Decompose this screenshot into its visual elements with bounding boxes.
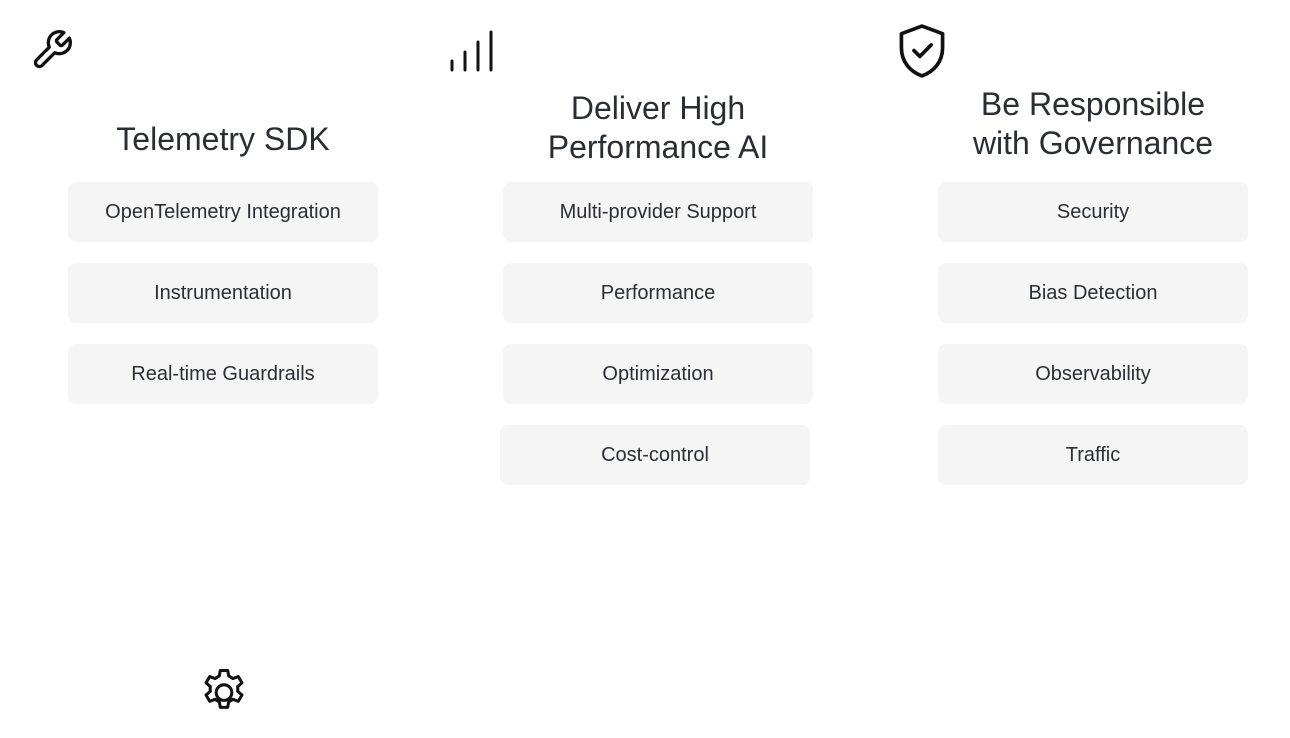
- shield-check-icon: [896, 22, 948, 80]
- column-title-line: Performance AI: [547, 129, 769, 165]
- feature-observability[interactable]: Observability: [938, 344, 1248, 404]
- gear-icon[interactable]: [198, 664, 250, 716]
- feature-cost-control[interactable]: Cost-control: [500, 425, 810, 485]
- column-title: Be Responsible with Governance: [938, 85, 1248, 163]
- column-title-line: Telemetry SDK: [116, 121, 330, 157]
- column-title-line: Deliver High: [570, 90, 746, 126]
- feature-security[interactable]: Security: [938, 182, 1248, 242]
- wrench-icon: [30, 28, 74, 72]
- feature-optimization[interactable]: Optimization: [503, 344, 813, 404]
- column-title: Telemetry SDK: [68, 120, 378, 159]
- feature-multi-provider-support[interactable]: Multi-provider Support: [503, 182, 813, 242]
- column-title: Deliver High Performance AI: [503, 89, 813, 167]
- column-title-line: Be Responsible: [980, 86, 1206, 122]
- feature-traffic[interactable]: Traffic: [938, 425, 1248, 485]
- column-title-line: with Governance: [972, 125, 1214, 161]
- feature-bias-detection[interactable]: Bias Detection: [938, 263, 1248, 323]
- feature-performance[interactable]: Performance: [503, 263, 813, 323]
- feature-instrumentation[interactable]: Instrumentation: [68, 263, 378, 323]
- feature-real-time-guardrails[interactable]: Real-time Guardrails: [68, 344, 378, 404]
- signal-bars-icon: [448, 28, 496, 74]
- feature-opentelemetry-integration[interactable]: OpenTelemetry Integration: [68, 182, 378, 242]
